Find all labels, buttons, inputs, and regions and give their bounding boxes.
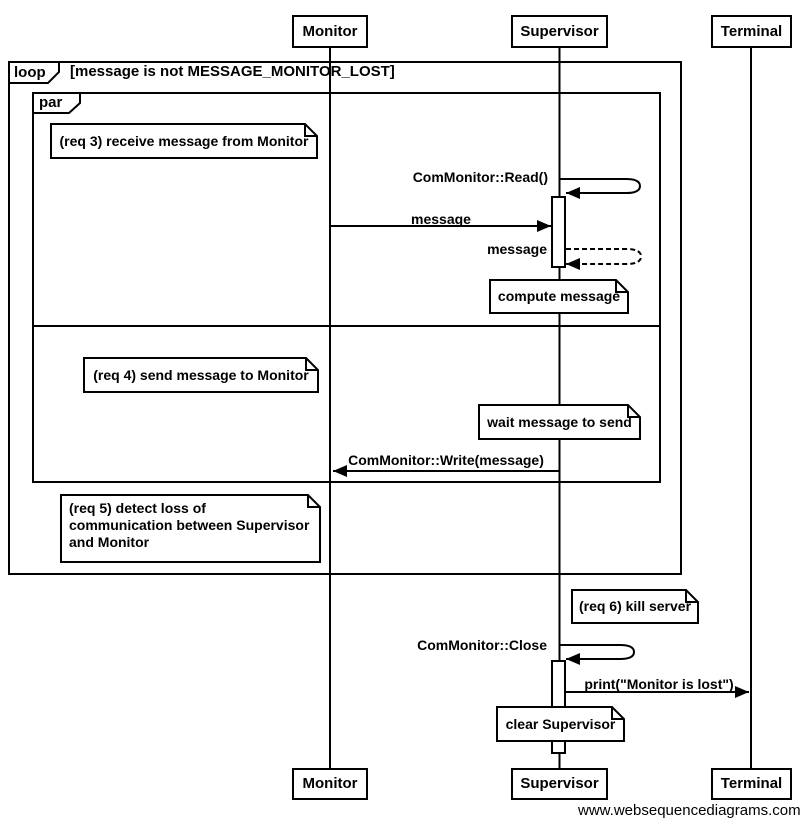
note-req4: (req 4) send message to Monitor [93,367,309,383]
message-return-self-arrow [566,248,643,270]
note-wait: wait message to send [487,414,632,430]
note-shape-req6 [571,589,699,624]
note-req3: (req 3) receive message from Monitor [59,133,309,149]
message-label-print: print("Monitor is lost") [584,676,734,692]
loop-condition-label: [message is not MESSAGE_MONITOR_LOST] [70,63,395,80]
message-label-read: ComMonitor::Read() [412,169,548,185]
loop-fragment-tag: loop [14,64,46,81]
par-fragment-tag: par [39,94,63,111]
message-label-close: ComMonitor::Close [417,637,547,653]
participant-supervisor-bottom: Supervisor [511,768,608,800]
note-shape-req4 [83,357,319,393]
note-req5: (req 5) detect loss of communication bet… [69,500,310,550]
note-shape-req5 [60,494,321,563]
note-clear: clear Supervisor [505,716,616,732]
watermark-url: www.websequencediagrams.com [578,802,801,819]
loop-frame [8,61,682,575]
note-shape-wait [478,404,641,440]
note-shape-compute [489,279,629,314]
message-label-message: message [411,211,471,227]
note-req6: (req 6) kill server [578,598,692,614]
par-label-pentagon [32,92,81,114]
participant-monitor-bottom: Monitor [292,768,368,800]
participant-terminal-top: Terminal [711,15,792,48]
note-shape-clear [496,706,625,742]
message-label-message-return: message [487,241,547,257]
read-self-message-arrow [560,178,642,199]
supervisor-activation-bar-read [551,196,566,268]
loop-label-pentagon [8,61,60,84]
close-self-message-arrow [560,644,636,665]
message-label-write: ComMonitor::Write(message) [348,452,544,468]
participant-supervisor-top: Supervisor [511,15,608,48]
note-compute: compute message [497,288,621,304]
participant-terminal-bottom: Terminal [711,768,792,800]
participant-monitor-top: Monitor [292,15,368,48]
par-frame [32,92,661,483]
note-shapes [50,123,699,742]
note-shape-req3 [50,123,318,159]
